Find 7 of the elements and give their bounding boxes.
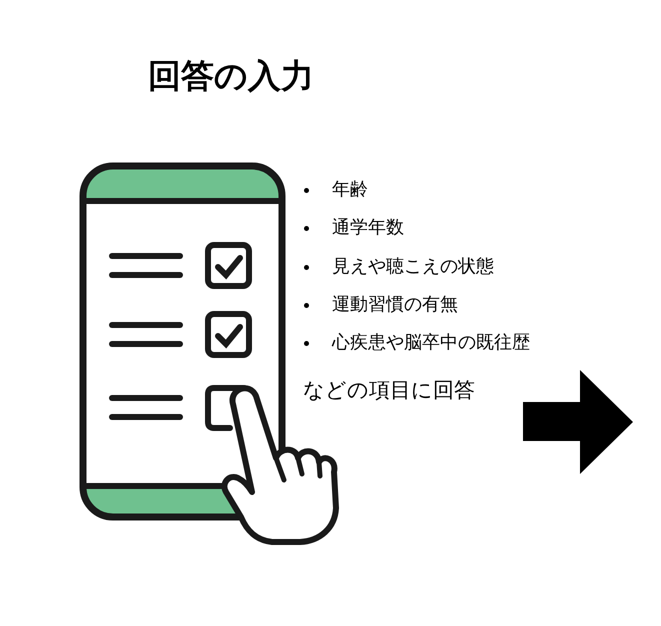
list-item-text: 運動習慣の有無 — [332, 294, 458, 316]
list-item-text: 見えや聴こえの状態 — [332, 256, 494, 278]
title-heading: 回答の入力 — [148, 56, 314, 96]
list-item-text: 心疾患や脳卒中の既往歴 — [332, 332, 530, 354]
list-item-text: 年齢 — [332, 179, 368, 201]
note-text: などの項目に回答 — [303, 378, 475, 404]
list-item-text: 通学年数 — [332, 217, 404, 239]
